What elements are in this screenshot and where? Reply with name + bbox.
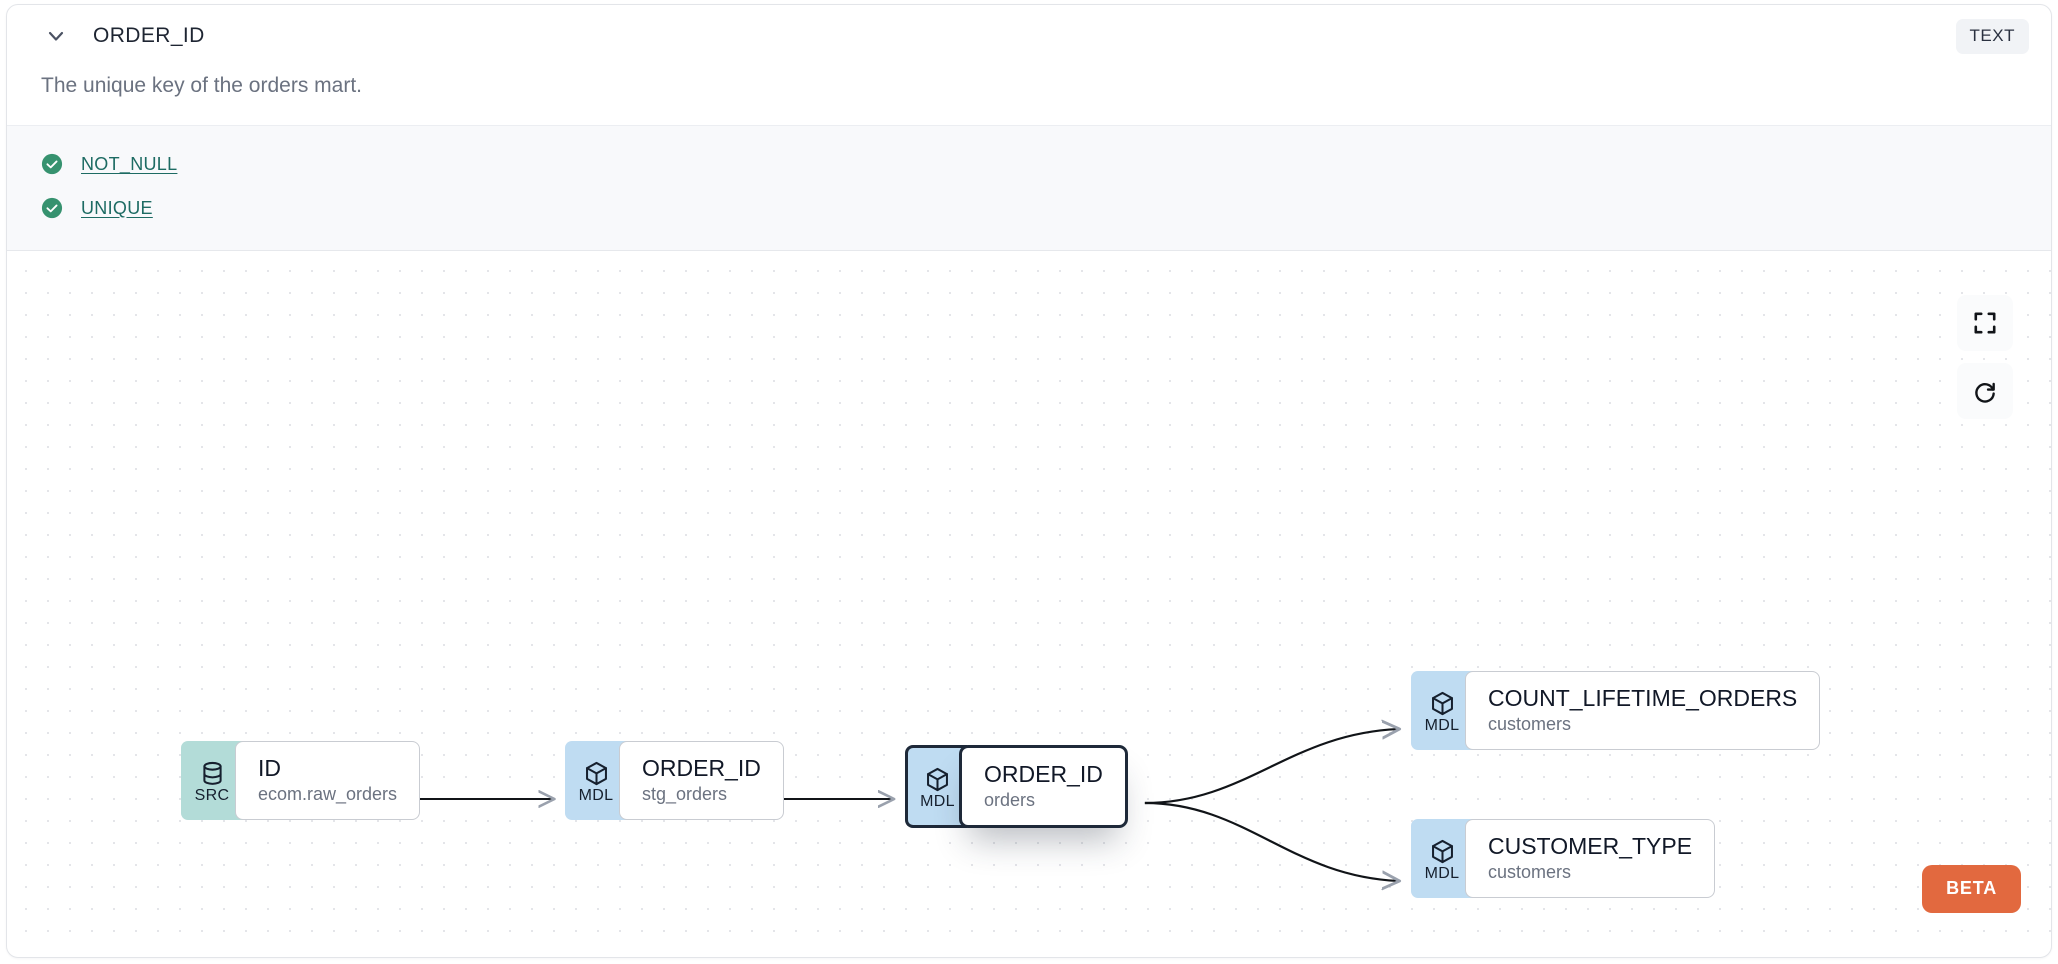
node-badge-label: MDL bbox=[1424, 716, 1460, 734]
fullscreen-icon bbox=[1974, 312, 1996, 334]
test-link-not-null[interactable]: NOT_NULL bbox=[81, 153, 178, 174]
node-source: ecom.raw_orders bbox=[258, 783, 398, 804]
edge-orders-to-count bbox=[1144, 729, 1400, 805]
canvas-controls bbox=[1957, 295, 2013, 419]
node-name: COUNT_LIFETIME_ORDERS bbox=[1488, 685, 1798, 711]
node-name: ORDER_ID bbox=[984, 761, 1103, 787]
node-badge-label: MDL bbox=[578, 786, 614, 804]
node-body: CUSTOMER_TYPE customers bbox=[1465, 819, 1716, 899]
node-badge-mdl: MDL bbox=[1411, 671, 1473, 751]
node-body: ORDER_ID stg_orders bbox=[619, 741, 784, 821]
node-badge-mdl: MDL bbox=[565, 741, 627, 821]
lineage-edges bbox=[352, 251, 2051, 941]
node-body: ID ecom.raw_orders bbox=[235, 741, 421, 821]
node-badge-label: MDL bbox=[1424, 864, 1460, 882]
node-badge-src: SRC bbox=[181, 741, 243, 821]
lineage-node-orders-selected[interactable]: MDL ORDER_ID orders bbox=[905, 745, 1128, 829]
node-badge-label: SRC bbox=[194, 786, 230, 804]
cube-icon bbox=[927, 767, 948, 791]
test-row: NOT_NULL bbox=[41, 142, 2017, 186]
column-detail-card: ORDER_ID TEXT The unique key of the orde… bbox=[6, 4, 2052, 958]
cube-icon bbox=[1431, 691, 1453, 715]
node-badge-mdl: MDL bbox=[1411, 819, 1473, 899]
test-row: UNIQUE bbox=[41, 186, 2017, 230]
cube-icon bbox=[1431, 839, 1453, 863]
test-link-unique[interactable]: UNIQUE bbox=[81, 197, 153, 218]
node-source: orders bbox=[984, 789, 1036, 810]
refresh-button[interactable] bbox=[1957, 363, 2013, 419]
fit-view-button[interactable] bbox=[1957, 295, 2013, 351]
check-circle-icon bbox=[41, 197, 63, 219]
node-source: stg_orders bbox=[642, 783, 728, 804]
card-header: ORDER_ID TEXT bbox=[7, 5, 2051, 67]
node-body: ORDER_ID orders bbox=[959, 745, 1128, 829]
cube-icon bbox=[585, 761, 607, 785]
node-source: customers bbox=[1488, 713, 1572, 734]
page-title: ORDER_ID bbox=[93, 24, 205, 47]
node-source: customers bbox=[1488, 861, 1572, 882]
edge-orders-to-customer-type bbox=[1144, 801, 1400, 881]
data-type-badge: TEXT bbox=[1955, 18, 2029, 54]
node-name: CUSTOMER_TYPE bbox=[1488, 833, 1693, 859]
lineage-node-stg-orders[interactable]: MDL ORDER_ID stg_orders bbox=[565, 741, 784, 821]
node-name: ID bbox=[258, 755, 281, 781]
lineage-node-count-lifetime-orders[interactable]: MDL COUNT_LIFETIME_ORDERS customers bbox=[1411, 671, 1821, 751]
lineage-node-src[interactable]: SRC ID ecom.raw_orders bbox=[181, 741, 421, 821]
tests-section: NOT_NULL UNIQUE bbox=[7, 125, 2051, 251]
column-description: The unique key of the orders mart. bbox=[41, 74, 362, 97]
beta-badge[interactable]: BETA bbox=[1922, 865, 2021, 913]
node-badge-mdl: MDL bbox=[905, 745, 967, 829]
lineage-canvas[interactable]: SRC ID ecom.raw_orders MDL bbox=[7, 251, 2051, 941]
chevron-down-icon[interactable] bbox=[41, 21, 71, 51]
database-icon bbox=[202, 761, 222, 785]
node-body: COUNT_LIFETIME_ORDERS customers bbox=[1465, 671, 1821, 751]
refresh-icon bbox=[1975, 382, 1995, 403]
lineage-node-customer-type[interactable]: MDL CUSTOMER_TYPE customers bbox=[1411, 819, 1716, 899]
node-badge-label: MDL bbox=[920, 792, 955, 810]
check-circle-icon bbox=[41, 153, 63, 175]
node-name: ORDER_ID bbox=[642, 755, 761, 781]
